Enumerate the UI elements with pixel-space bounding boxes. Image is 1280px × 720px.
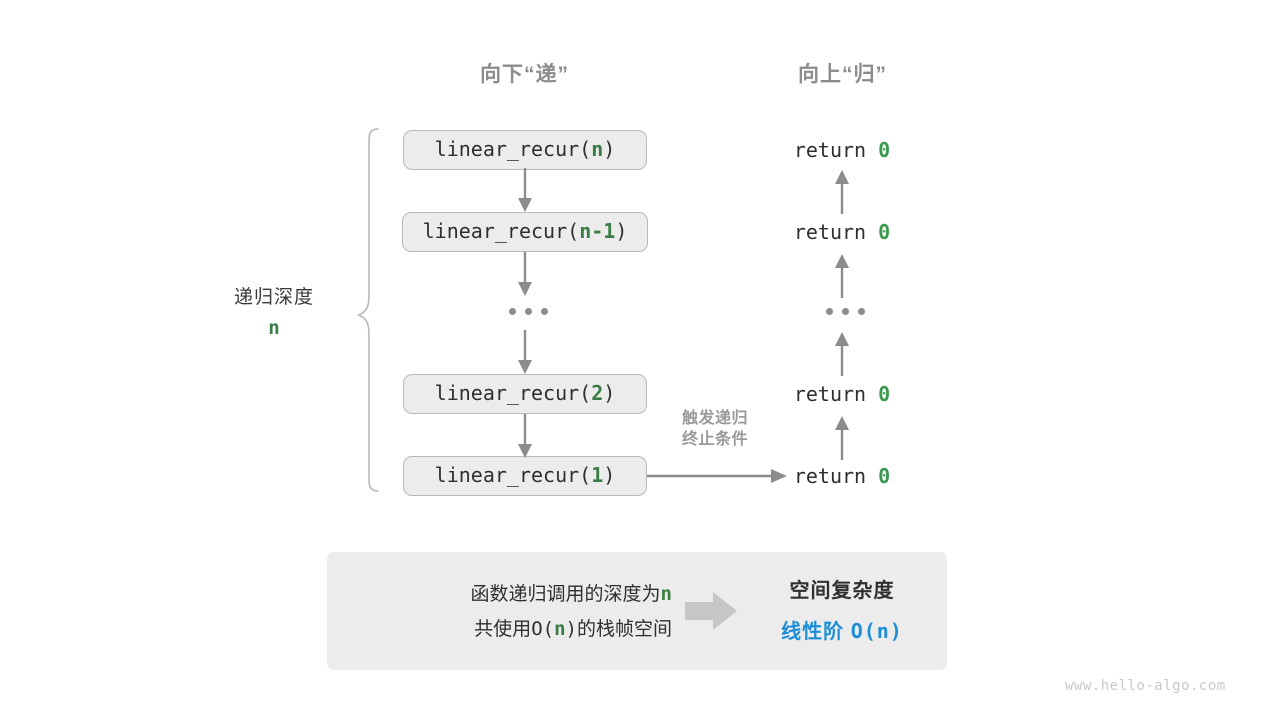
call-box-arg: n [591,137,604,161]
base-case-arrow [647,469,787,483]
down-arrow-4 [518,414,532,458]
right-block-arrow-icon [685,592,737,630]
call-box-arg: n-1 [579,219,616,243]
ellipsis-dot [541,308,548,315]
return-keyword: return [793,220,867,244]
down-arrow-2 [518,252,532,296]
call-box-arg: 2 [591,381,604,405]
up-arrow-3 [835,332,849,376]
summary-left-line1-n: n [660,583,672,605]
summary-left-line2: 共使用O(n)的栈帧空间 [362,612,672,647]
summary-left-line2-text-b: 的栈帧空间 [576,619,672,640]
call-box-1[interactable]: linear_recur(1) [403,456,647,496]
left-ellipsis [509,308,548,315]
call-box-prefix: linear_recur( [434,381,592,405]
column-header-down: 向下“递” [480,63,569,86]
column-header-up: 向上“归” [798,63,887,86]
call-box-arg: 1 [591,463,604,487]
summary-left-text: 函数递归调用的深度为n 共使用O(n)的栈帧空间 [362,577,672,647]
call-box-2[interactable]: linear_recur(2) [403,374,647,414]
summary-bigo-n: n [554,618,566,640]
return-keyword: return [793,464,867,488]
call-box-prefix: linear_recur( [434,137,592,161]
summary-right-title: 空间复杂度 [789,580,895,602]
summary-left-line1: 函数递归调用的深度为n [362,577,672,612]
return-value: 0 [878,464,891,488]
summary-left-line2-text-a: 共使用 [474,619,532,640]
ellipsis-dot [858,308,865,315]
call-box-suffix: ) [603,137,616,161]
watermark: www.hello-algo.com [1065,678,1226,694]
down-arrow-1 [518,168,532,212]
return-label-1: return 0 [742,138,942,162]
summary-left-line1-text: 函数递归调用的深度为 [470,584,661,605]
summary-bigo-close: ) [565,618,577,640]
right-ellipsis [826,308,865,315]
trigger-note-line1: 触发递归 [681,410,748,427]
summary-complexity-bigo: O(n) [850,619,903,643]
up-arrow-1 [835,170,849,214]
recursion-depth-text: 递归深度 [233,287,314,308]
return-value: 0 [878,382,891,406]
down-arrow-3 [518,330,532,374]
recursion-depth-value: n [268,317,280,339]
up-arrow-2 [835,254,849,298]
return-keyword: return [793,382,867,406]
recursion-depth-label: 递归深度 n [194,282,354,339]
ellipsis-dot [842,308,849,315]
call-box-suffix: ) [615,219,628,243]
call-box-prefix: linear_recur( [422,219,580,243]
call-box-n[interactable]: linear_recur(n) [403,130,647,170]
trigger-note: 触发递归 终止条件 [640,408,790,450]
return-label-3: return 0 [742,382,942,406]
ellipsis-dot [826,308,833,315]
up-arrow-4 [835,416,849,460]
recursion-depth-brace [357,128,379,492]
trigger-note-line2: 终止条件 [681,431,748,448]
summary-right-text: 空间复杂度 线性阶 O(n) [752,574,932,644]
ellipsis-dot [525,308,532,315]
call-box-prefix: linear_recur( [434,463,592,487]
return-label-2: return 0 [742,220,942,244]
ellipsis-dot [509,308,516,315]
summary-right-value: 线性阶 O(n) [752,615,932,644]
return-keyword: return [793,138,867,162]
return-value: 0 [878,138,891,162]
call-box-n-minus-1[interactable]: linear_recur(n-1) [402,212,648,252]
return-value: 0 [878,220,891,244]
call-box-suffix: ) [603,381,616,405]
summary-panel: 函数递归调用的深度为n 共使用O(n)的栈帧空间 空间复杂度 线性阶 O(n) [327,552,947,670]
summary-bigo-open: O( [531,618,555,640]
return-label-4: return 0 [742,464,942,488]
summary-complexity-label: 线性阶 [781,621,845,643]
call-box-suffix: ) [603,463,616,487]
